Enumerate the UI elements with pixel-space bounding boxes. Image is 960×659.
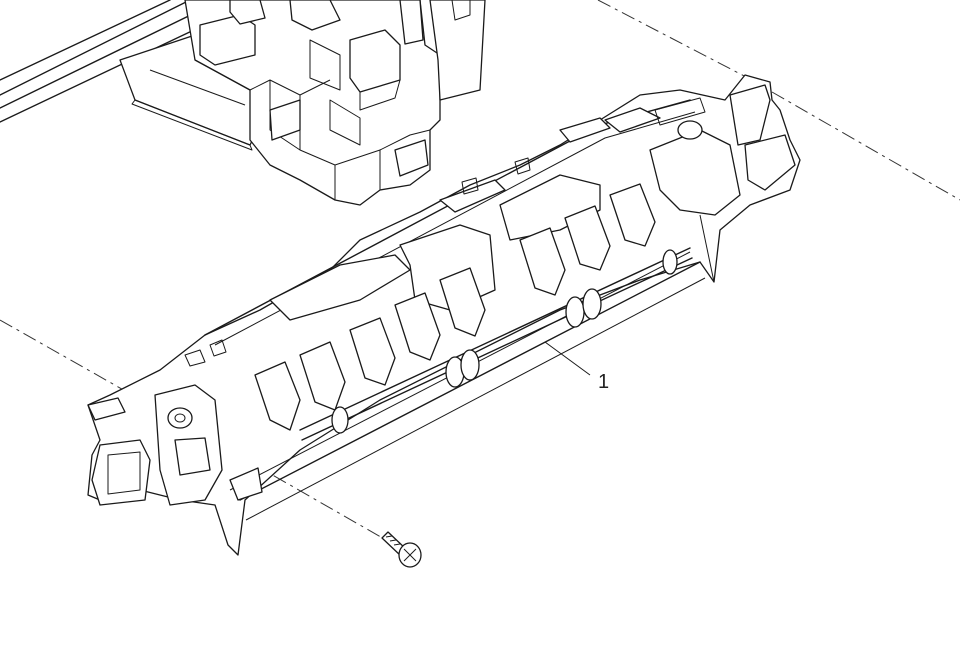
callout-leader-line xyxy=(544,341,591,376)
part-1-roller-assembly xyxy=(87,74,801,556)
screw xyxy=(381,531,422,568)
upper-frame-assembly xyxy=(0,0,486,206)
callout-label-part-1: 1 xyxy=(598,371,609,393)
